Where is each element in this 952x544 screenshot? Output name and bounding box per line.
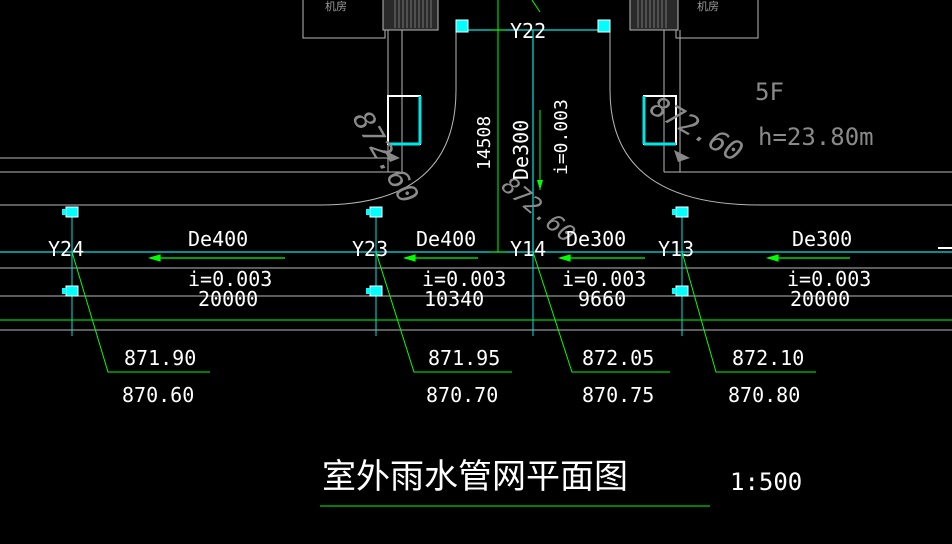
vertical-pipe-length: 14508 [474, 116, 495, 170]
segment-diameter-3: De300 [566, 227, 626, 251]
ground-elevation-right: 872.60 [645, 89, 749, 168]
node-ticks [71, 208, 683, 336]
building-outline [0, 0, 952, 331]
stair-hatch [394, 0, 667, 28]
invert-elevation-y24: 870.60 [122, 383, 194, 407]
segment-slope-3: i=0.003 [562, 267, 646, 291]
node-label-y13: Y13 [658, 237, 694, 261]
node-label-y22: Y22 [510, 19, 546, 43]
ground-elevation-y13: 872.10 [732, 346, 804, 370]
drawing-scale: 1:500 [730, 468, 802, 496]
room-label-right: 机房 [697, 0, 719, 13]
segment-diameter-2: De400 [416, 227, 476, 251]
segment-length-4: 20000 [790, 287, 850, 311]
entrance-boxes [387, 95, 677, 146]
invert-elevation-y14: 870.75 [582, 383, 654, 407]
rainwater-pipes [0, 29, 952, 253]
segment-diameter-1: De400 [188, 227, 248, 251]
building-height: h=23.80m [758, 123, 874, 151]
drawing-title: 室外雨水管网平面图 [322, 457, 628, 497]
invert-elevation-y23: 870.70 [426, 383, 498, 407]
ground-elevation-y24: 871.90 [124, 346, 196, 370]
node-label-y14: Y14 [510, 237, 546, 261]
invert-elevation-y13: 870.80 [728, 383, 800, 407]
segment-length-1: 20000 [198, 287, 258, 311]
segment-slope-1: i=0.003 [188, 267, 272, 291]
flow-arrow-vertical [537, 180, 543, 190]
leader-lines [0, 0, 952, 507]
segment-length-2: 10340 [424, 287, 484, 311]
segment-length-3: 9660 [578, 287, 626, 311]
room-label-left: 机房 [325, 0, 347, 13]
segment-slope-4: i=0.003 [787, 267, 871, 291]
ground-elevation-y14: 872.05 [582, 346, 654, 370]
inlet-marks [62, 209, 676, 294]
arrow-right-entrance [674, 150, 690, 162]
flow-arrows [147, 254, 850, 262]
floor-count: 5F [755, 78, 784, 106]
vertical-pipe-slope: i=0.003 [551, 99, 572, 175]
segment-slope-2: i=0.003 [422, 267, 506, 291]
segment-diameter-4: De300 [792, 227, 852, 251]
node-label-y23: Y23 [352, 237, 388, 261]
ground-elevation-left: 872.60 [346, 105, 425, 209]
arrow-left-entrance [384, 150, 400, 162]
vertical-pipe-diameter: De300 [509, 120, 533, 180]
ground-elevation-y23: 871.95 [428, 346, 500, 370]
node-label-y24: Y24 [48, 237, 84, 261]
